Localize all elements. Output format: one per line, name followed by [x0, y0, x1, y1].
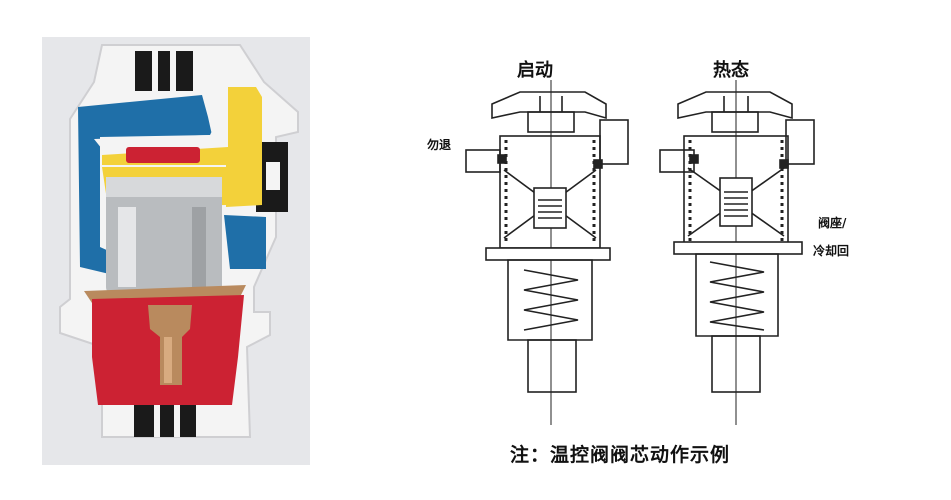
right-label-line-2: 冷却回 — [813, 244, 850, 258]
title-start-state: 启动 — [517, 60, 553, 81]
right-label-line-1: 阀座/ — [818, 216, 847, 230]
left-port-label: 勿退 — [427, 138, 452, 152]
blue-chamber — [78, 95, 212, 277]
top-black-stem — [135, 51, 193, 91]
yellow-chamber — [102, 87, 262, 207]
start-state-drawing — [465, 80, 629, 425]
hot-state-drawing — [659, 80, 815, 425]
title-hot-state: 热态 — [713, 60, 749, 81]
valve-cutaway-illustration — [59, 44, 299, 438]
figure-caption: 注：温控阀阀芯动作示例 — [510, 444, 731, 466]
valve-cutaway-photo — [42, 37, 310, 465]
red-cap — [126, 147, 200, 163]
